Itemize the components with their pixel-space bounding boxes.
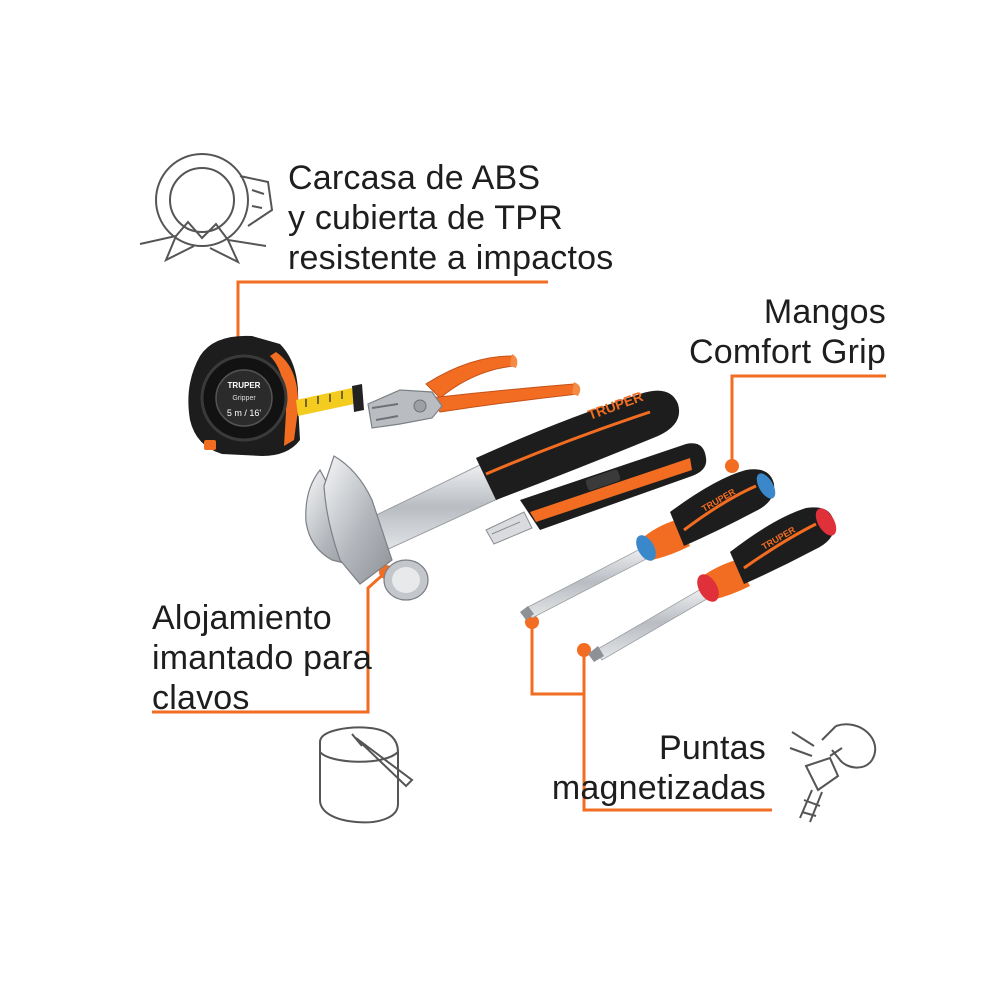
label-magnetic-nail-holder-line-1: Alojamiento (152, 599, 332, 637)
magnet-tip-icon (789, 723, 877, 823)
tape-measure: TRUPER Gripper 5 m / 16' (188, 335, 364, 456)
label-magnetic-nail-holder-line-2: imantado para (152, 639, 372, 677)
label-abs-housing-line-3: resistente a impactos (288, 239, 614, 277)
callout-housing-line (236, 280, 548, 352)
tape-impact-icon (139, 153, 274, 265)
label-comfort-grip-line-1: Mangos (763, 293, 886, 331)
label-magnetic-nail-holder-line-3: clavos (152, 679, 250, 717)
callout-magnet-line (152, 570, 387, 714)
callout-dot-grip (725, 459, 739, 473)
tape-size-text: 5 m / 16' (227, 408, 262, 418)
label-abs-housing: Carcasa de ABS y cubierta de TPR resiste… (288, 158, 613, 278)
utility-knife (485, 443, 707, 545)
callout-tips-line-b (582, 650, 772, 812)
callout-grip-line (730, 374, 886, 466)
callout-lines (152, 280, 886, 812)
phillips-screwdriver: TRUPER (520, 469, 776, 620)
label-magnetized-tips: Puntas magnetizadas (552, 728, 766, 808)
callout-dot-tip-2 (577, 643, 591, 657)
tape-model-text: Gripper (232, 395, 256, 402)
label-magnetic-nail-holder: Alojamiento imantado para clavos (152, 598, 372, 718)
flat-screwdriver: TRUPER (588, 507, 837, 662)
tape-brand-text: TRUPER (228, 381, 261, 390)
label-magnetized-tips-line-2: magnetizadas (551, 769, 766, 807)
label-abs-housing-line-2: y cubierta de TPR (288, 199, 563, 237)
callout-dot-tip-1 (525, 615, 539, 629)
label-abs-housing-line-1: Carcasa de ABS (288, 159, 541, 197)
pliers (367, 354, 581, 429)
label-comfort-grip: Mangos Comfort Grip (689, 292, 886, 372)
callout-tips-line-a (530, 622, 584, 696)
claw-hammer: TRUPER (305, 388, 680, 601)
nail-magnet-icon (319, 726, 414, 824)
label-magnetized-tips-line-1: Puntas (658, 729, 766, 767)
label-comfort-grip-line-2: Comfort Grip (689, 333, 886, 371)
